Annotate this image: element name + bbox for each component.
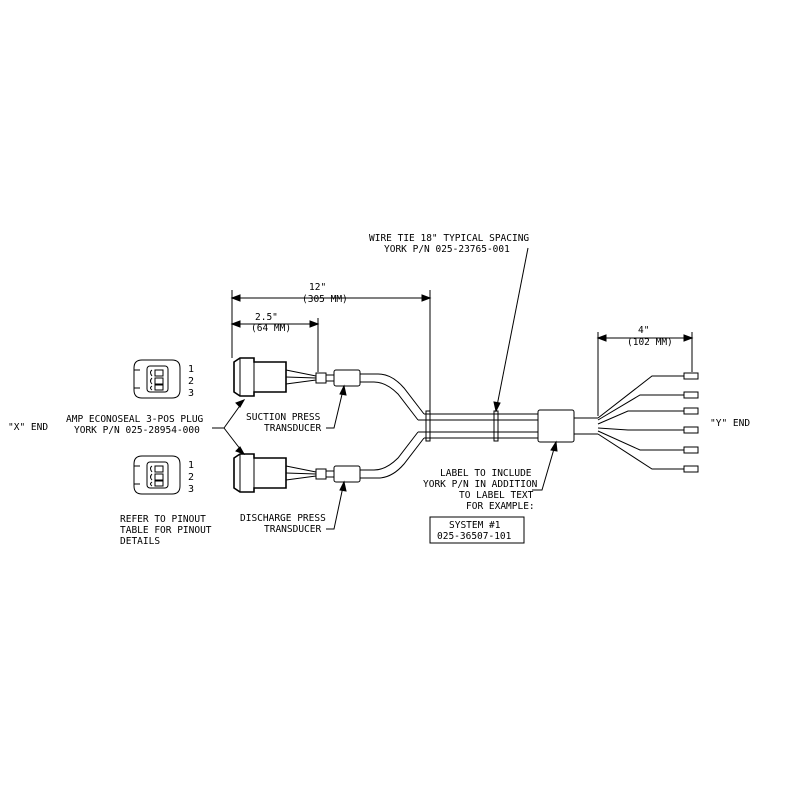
- dimension-overall: [230, 290, 432, 414]
- plug-face-lower: [133, 455, 181, 495]
- plug-leader-lines: [212, 399, 246, 455]
- connector-housing-lower: [233, 453, 287, 493]
- suction-transducer-line1: SUCTION PRESS: [246, 412, 321, 423]
- plug-description-line2: YORK P/N 025-28954-000: [74, 425, 200, 436]
- dimension-plug: [230, 318, 320, 372]
- main-cable-trunk: [418, 413, 598, 439]
- discharge-transducer-line2: TRANSDUCER: [264, 524, 321, 535]
- wire-terminals: [683, 372, 699, 473]
- label-note-line2: YORK P/N IN ADDITION: [423, 479, 538, 490]
- breakout-wires: [597, 375, 684, 470]
- dimension-plug-inches: 2.5": [255, 312, 278, 323]
- suction-transducer-sleeve: [333, 369, 361, 387]
- dimension-overall-inches: 12": [309, 282, 326, 293]
- dimension-overall-mm: (305 MM): [302, 294, 348, 305]
- plug-face-upper: [133, 359, 181, 399]
- x-end-label: "X" END: [8, 422, 48, 433]
- label-example-box: [429, 516, 525, 544]
- plug-description-line1: AMP ECONOSEAL 3-POS PLUG: [66, 414, 204, 425]
- dimension-breakout-inches: 4": [638, 325, 649, 336]
- y-end-label: "Y" END: [710, 418, 750, 429]
- pin-number-2-lower: 2: [188, 472, 194, 483]
- discharge-transducer-line1: DISCHARGE PRESS: [240, 513, 326, 524]
- dimension-breakout-mm: (102 MM): [627, 337, 673, 348]
- cable-lower-branch: [360, 431, 425, 479]
- wire-tie-note-line2: YORK P/N 025-23765-001: [384, 244, 510, 255]
- discharge-transducer-sleeve: [333, 465, 361, 483]
- pin-number-1-upper: 1: [188, 364, 194, 375]
- connector-housing-upper: [233, 357, 287, 397]
- wire-tie-note-line1: WIRE TIE 18" TYPICAL SPACING: [369, 233, 529, 244]
- wire-tie-2: [493, 410, 499, 442]
- cable-upper-branch: [360, 373, 425, 421]
- dimension-breakout: [596, 332, 694, 416]
- label-note-line3: TO LABEL TEXT: [459, 490, 534, 501]
- pinout-note-line2: TABLE FOR PINOUT: [120, 525, 212, 536]
- pin-number-3-lower: 3: [188, 484, 194, 495]
- wire-tie-leader: [493, 247, 529, 413]
- label-sleeve: [537, 409, 575, 443]
- wire-tie-1: [425, 410, 431, 442]
- label-note-leader: [532, 440, 558, 491]
- label-note-line1: LABEL TO INCLUDE: [440, 468, 532, 479]
- suction-leader: [326, 384, 347, 429]
- pin-number-3-upper: 3: [188, 388, 194, 399]
- pinout-note-line1: REFER TO PINOUT: [120, 514, 206, 525]
- dimension-plug-mm: (64 MM): [251, 323, 291, 334]
- discharge-leader: [326, 480, 347, 530]
- pin-number-2-upper: 2: [188, 376, 194, 387]
- label-example-line2: 025-36507-101: [437, 531, 512, 542]
- label-example-line1: SYSTEM #1: [449, 520, 501, 531]
- pinout-note-line3: DETAILS: [120, 536, 160, 547]
- label-note-line4: FOR EXAMPLE:: [466, 501, 535, 512]
- wires-lower-connector: [285, 465, 334, 481]
- suction-transducer-line2: TRANSDUCER: [264, 423, 321, 434]
- wires-upper-connector: [285, 369, 334, 385]
- pin-number-1-lower: 1: [188, 460, 194, 471]
